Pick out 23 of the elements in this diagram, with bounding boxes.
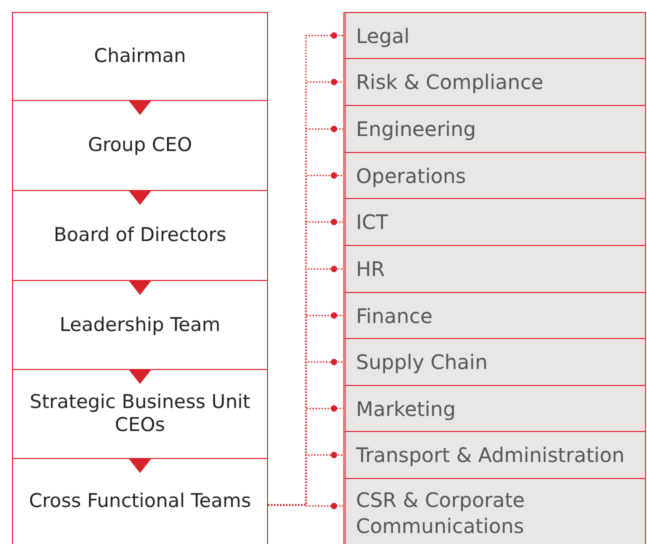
role-box: Group CEO: [12, 100, 268, 191]
role-box: Cross Functional Teams: [12, 458, 268, 544]
function-box: Operations: [343, 152, 646, 199]
arrow: [129, 459, 151, 473]
function-box: Supply Chain: [343, 338, 646, 386]
function-box: Marketing: [343, 385, 646, 432]
connector-line: [268, 502, 343, 510]
function-box: Engineering: [343, 105, 646, 153]
arrow: [129, 281, 151, 295]
arrow: [129, 101, 151, 115]
function-box: Risk & Compliance: [343, 58, 646, 106]
arrow: [129, 191, 151, 205]
function-box: Transport & Administration: [343, 431, 646, 479]
arrow: [129, 370, 151, 384]
function-box: Legal: [343, 12, 646, 59]
function-box: HR: [343, 245, 646, 293]
role-box: Board of Directors: [12, 190, 268, 281]
function-box: ICT: [343, 198, 646, 246]
function-box: CSR & Corporate Communications: [343, 478, 646, 544]
role-box: Leadership Team: [12, 280, 268, 370]
function-box: Finance: [343, 292, 646, 339]
role-box: Chairman: [12, 12, 268, 101]
role-box: Strategic Business Unit CEOs: [12, 369, 268, 459]
